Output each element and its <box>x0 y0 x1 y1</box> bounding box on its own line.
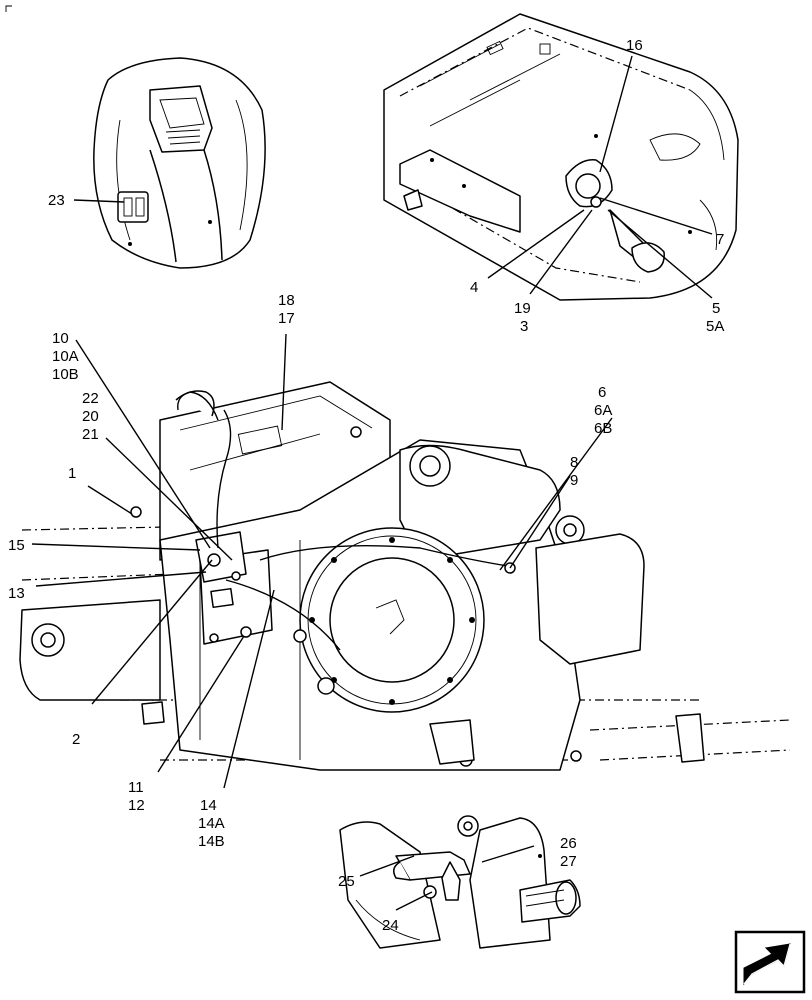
callout-5: 5 <box>712 300 720 317</box>
callout-6B: 6B <box>594 420 612 437</box>
callout-8: 8 <box>570 454 578 471</box>
callout-19: 19 <box>514 300 531 317</box>
callout-9: 9 <box>570 472 578 489</box>
callout-6: 6 <box>598 384 606 401</box>
callout-21: 21 <box>82 426 99 443</box>
inset-pto-lever <box>339 815 581 949</box>
callout-25: 25 <box>338 873 355 890</box>
callout-18: 18 <box>278 292 295 309</box>
callout-5A: 5A <box>706 318 724 335</box>
callout-4: 4 <box>470 279 478 296</box>
callout-3: 3 <box>520 318 528 335</box>
callout-15: 15 <box>8 537 25 554</box>
callout-6A: 6A <box>594 402 612 419</box>
next-page-arrow-icon <box>743 943 791 986</box>
callout-16: 16 <box>626 37 643 54</box>
leader-lines <box>31 55 713 911</box>
callout-14A: 14A <box>198 815 225 832</box>
inset-cab-interior <box>93 57 266 269</box>
callout-14B: 14B <box>198 833 225 850</box>
callout-26: 26 <box>560 835 577 852</box>
callout-13: 13 <box>8 585 25 602</box>
callout-labels: 23 16 7 4 19 3 5 5A 18 17 10 10A 10B 22 … <box>8 37 724 934</box>
callout-24: 24 <box>382 917 399 934</box>
callout-10B: 10B <box>52 366 79 383</box>
inset-platform-pedal <box>383 13 739 301</box>
callout-27: 27 <box>560 853 577 870</box>
next-page-button[interactable] <box>734 930 806 994</box>
callout-22: 22 <box>82 390 99 407</box>
callout-11: 11 <box>128 779 144 796</box>
main-transmission-view <box>19 381 791 771</box>
callout-10: 10 <box>52 330 69 347</box>
callout-7: 7 <box>716 231 724 248</box>
callout-17: 17 <box>278 310 295 327</box>
corner-mark <box>5 5 12 12</box>
callout-10A: 10A <box>52 348 79 365</box>
callout-12: 12 <box>128 797 145 814</box>
callout-23: 23 <box>48 192 65 209</box>
callout-2: 2 <box>72 731 80 748</box>
callout-20: 20 <box>82 408 99 425</box>
callout-1: 1 <box>68 465 76 482</box>
callout-14: 14 <box>200 797 217 814</box>
